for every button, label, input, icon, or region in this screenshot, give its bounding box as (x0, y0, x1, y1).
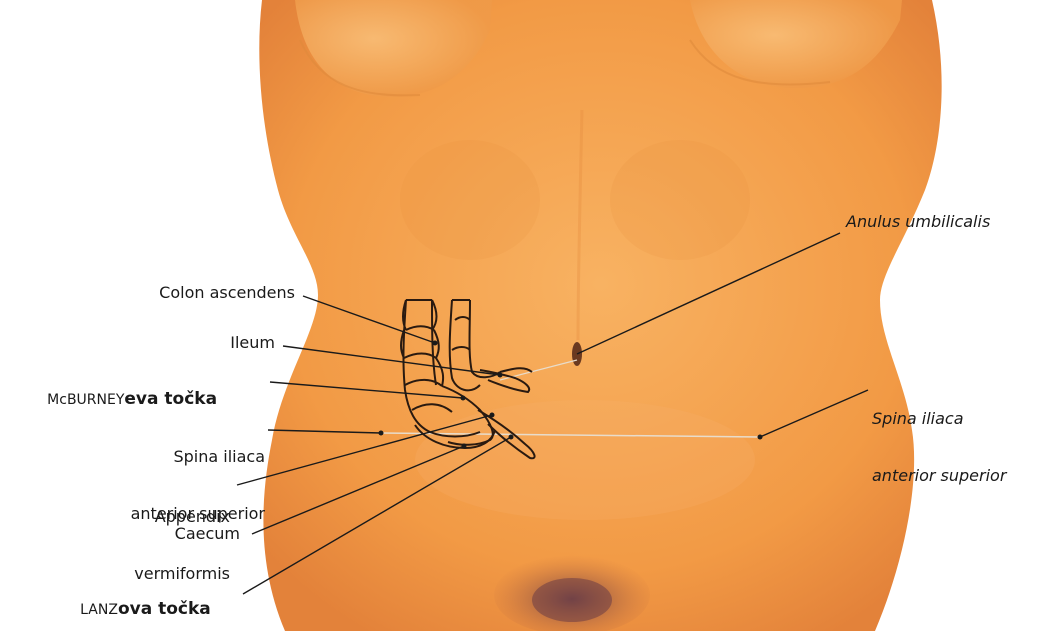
label-caecum: Caecum (140, 524, 240, 543)
label-spina-right: Spina iliaca anterior superior (872, 371, 1006, 504)
label-mcburney-prefix: McBURNEY (47, 392, 124, 408)
label-spina-left-line1: Spina iliaca (60, 447, 265, 466)
label-mcburney-suffix: eva točka (124, 389, 217, 409)
label-colon-ascendens: Colon ascendens (90, 283, 295, 302)
label-anulus-umbilicalis: Anulus umbilicalis (846, 212, 990, 231)
label-lanz-prefix: LANZ (80, 602, 118, 618)
label-spina-right-line1: Spina iliaca (872, 409, 1006, 428)
label-spina-right-line2: anterior superior (872, 466, 1006, 485)
label-lanz: LANZova točka (70, 580, 211, 620)
label-ileum: Ileum (175, 333, 275, 352)
label-mcburney: McBURNEYeva točka (37, 370, 217, 410)
label-lanz-suffix: ova točka (118, 599, 211, 619)
torso-silhouette (259, 0, 941, 631)
